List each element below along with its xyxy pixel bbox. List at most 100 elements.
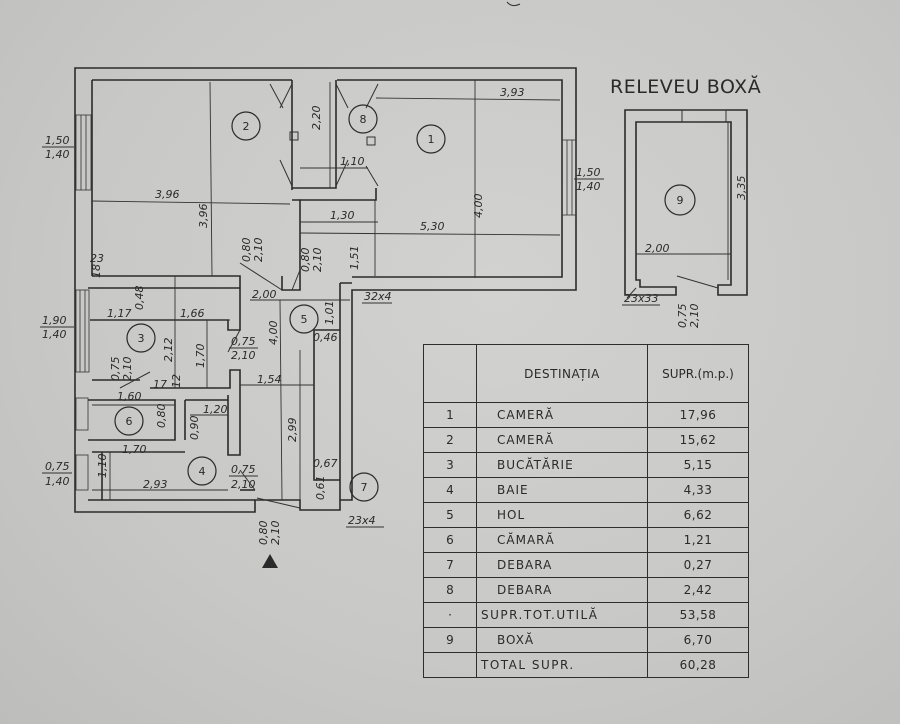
legend-cell-destination: BAIE [476,477,648,503]
svg-text:18: 18 [90,264,103,278]
svg-text:0,75: 0,75 [45,460,70,473]
legend-cell-index: 1 [423,402,477,428]
entrance-arrow-icon [262,554,278,568]
svg-text:32x4: 32x4 [364,290,392,303]
svg-text:2,93: 2,93 [143,478,168,491]
room-marker-4: 4 [187,456,217,486]
svg-text:7: 7 [361,481,368,494]
plan-title: RELEVEU BOXĂ [610,74,761,98]
svg-text:1,40: 1,40 [45,475,70,488]
svg-text:3,93: 3,93 [500,86,525,99]
legend-cell-index: 9 [423,627,477,653]
svg-text:0,48: 0,48 [133,286,146,311]
legend-cell-index: · [423,602,477,628]
legend-cell-area: 5,15 [647,452,749,478]
svg-text:1,70: 1,70 [122,443,147,456]
svg-text:2,10: 2,10 [231,478,256,491]
legend-cell-index [423,652,477,678]
svg-text:23: 23 [90,252,104,265]
svg-text:0,80: 0,80 [240,238,253,263]
legend-header-destination: DESTINAȚIA [476,344,648,403]
dimension-labels: 3,93 4,00 5,30 1,30 1,51 3,96 3,96 2,20 … [90,86,748,500]
legend-cell-area: 17,96 [647,402,749,428]
room-marker-8: 8 [348,104,378,134]
svg-text:2,10: 2,10 [121,357,134,382]
legend-header-index [423,344,477,403]
svg-text:1,30: 1,30 [330,209,355,222]
legend-cell-area: 15,62 [647,427,749,453]
svg-text:0,46: 0,46 [313,331,338,344]
svg-text:0,75: 0,75 [231,463,256,476]
svg-text:1,90: 1,90 [42,314,67,327]
edge-mark [506,1,521,7]
legend-cell-destination: BUCĂTĂRIE [476,452,648,478]
svg-text:1: 1 [428,133,435,146]
legend-cell-index: 5 [423,502,477,528]
svg-text:2,10: 2,10 [688,304,701,329]
svg-text:1,01: 1,01 [323,301,336,326]
room-marker-3: 3 [126,323,156,353]
legend-cell-index: 7 [423,552,477,578]
svg-text:4: 4 [199,465,206,478]
svg-text:5,30: 5,30 [420,220,445,233]
svg-text:2,00: 2,00 [252,288,277,301]
legend-cell-index: 8 [423,577,477,603]
svg-text:0,80: 0,80 [257,521,270,546]
svg-text:2,10: 2,10 [269,521,282,546]
room-marker-2: 2 [231,111,261,141]
svg-text:1,50: 1,50 [45,134,70,147]
svg-text:2,00: 2,00 [645,242,670,255]
svg-text:1,40: 1,40 [42,328,67,341]
legend-cell-index: 3 [423,452,477,478]
svg-text:2,12: 2,12 [162,338,175,363]
svg-text:17: 17 [153,378,167,391]
svg-text:2,10: 2,10 [252,238,265,263]
legend-cell-area: 53,58 [647,602,749,628]
svg-text:1,10: 1,10 [96,454,109,479]
svg-text:3,96: 3,96 [155,188,180,201]
legend-header-row: DESTINAȚIA SUPR.(m.p.) [423,344,749,403]
legend-cell-destination: DEBARA [476,577,648,603]
svg-text:12: 12 [170,374,183,388]
svg-text:23x33: 23x33 [624,292,659,305]
legend-cell-destination: BOXĂ [476,627,648,653]
room-marker-7: 7 [349,472,379,502]
svg-text:1,17: 1,17 [107,307,132,320]
boxa-plan [624,109,748,299]
svg-text:4,00: 4,00 [267,321,280,346]
svg-text:2,10: 2,10 [231,349,256,362]
room-markers: 1 2 3 4 5 6 7 8 9 [114,104,696,502]
svg-text:0,90: 0,90 [188,416,201,441]
svg-text:1,40: 1,40 [45,148,70,161]
legend-cell-area: 4,33 [647,477,749,503]
svg-text:0,75: 0,75 [676,304,689,329]
svg-text:1,40: 1,40 [576,180,601,193]
legend-cell-index: 2 [423,427,477,453]
room-marker-5: 5 [289,304,319,334]
svg-text:5: 5 [301,313,308,326]
column-labels: 32x4 23x4 23x33 [346,290,660,528]
svg-text:2,20: 2,20 [310,106,323,131]
svg-text:0,80: 0,80 [155,404,168,429]
svg-text:2,99: 2,99 [286,418,299,443]
svg-text:1,20: 1,20 [203,403,228,416]
legend-row: TOTAL SUPR.60,28 [423,652,749,678]
legend-cell-destination: TOTAL SUPR. [476,652,648,678]
legend-cell-destination: CĂMARĂ [476,527,648,553]
closet-doors [119,83,379,509]
svg-text:0,80: 0,80 [299,248,312,273]
legend-cell-area: 6,62 [647,502,749,528]
room-marker-6: 6 [114,406,144,436]
legend-cell-index: 4 [423,477,477,503]
svg-text:3: 3 [138,332,145,345]
legend-cell-destination: CAMERĂ [476,427,648,453]
legend-cell-area: 6,70 [647,627,749,653]
